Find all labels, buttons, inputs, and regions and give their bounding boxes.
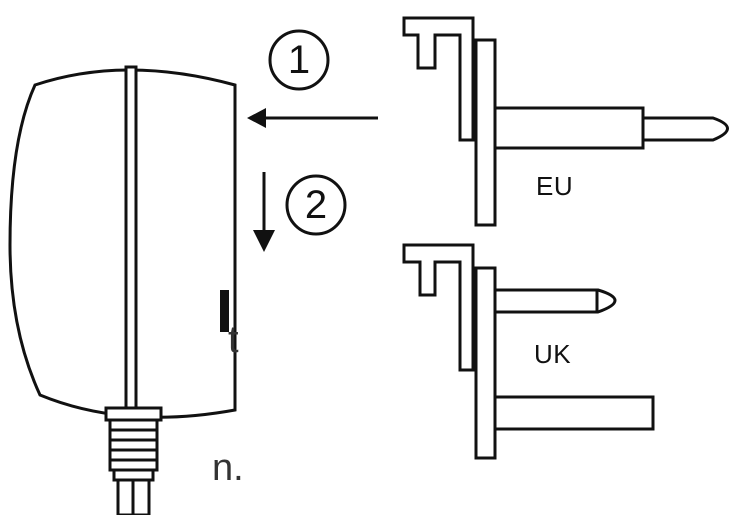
eu-plug-pin-sleeve [493,106,645,150]
power-cable [104,406,163,515]
uk-plug-label: UK [534,339,572,369]
adapter-body [8,68,237,419]
eu-plug-label: EU [536,171,574,201]
cropped-text-line1: t [228,319,239,361]
step2-circle [285,174,347,236]
step2-number: 2 [304,183,328,227]
adapter-seam-strip [124,65,138,414]
eu-plug [402,16,729,227]
eu-plug-plate [474,38,497,227]
step1-circle [268,29,330,91]
uk-plug-latch [402,243,475,372]
uk-plug-pin-bottom [493,395,655,431]
down-arrow-icon [253,172,275,252]
power-adapter [8,65,237,419]
eu-plug-latch [402,16,475,142]
adapter-side-slot [220,290,229,332]
uk-plug-pin-top [493,288,617,314]
eu-plug-pin-tip [641,116,729,142]
step1-number: 1 [287,38,311,82]
cropped-text-line2: n. [212,447,244,489]
uk-plug [402,243,655,460]
left-arrow-icon [247,108,378,128]
uk-plug-plate [474,266,497,460]
